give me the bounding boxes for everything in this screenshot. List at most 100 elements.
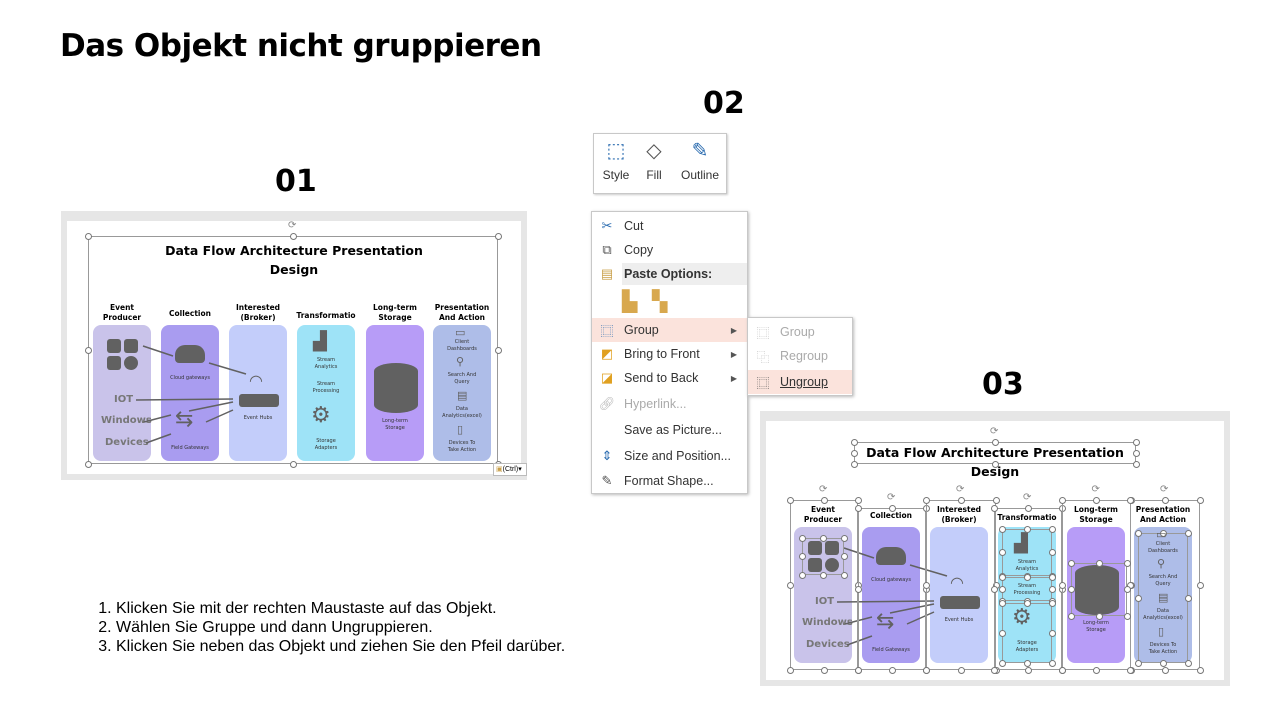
resize-handle[interactable]: [850, 449, 858, 457]
submenu-item-group[interactable]: ⿴Group: [748, 320, 852, 344]
resize-handle[interactable]: [798, 534, 806, 542]
resize-handle[interactable]: [1159, 529, 1167, 537]
resize-handle[interactable]: [786, 581, 794, 589]
resize-handle[interactable]: [289, 460, 297, 468]
resize-handle[interactable]: [1048, 629, 1056, 637]
resize-handle[interactable]: [992, 496, 1000, 504]
submenu-item-regroup[interactable]: ⿻Regroup: [748, 344, 852, 368]
resize-handle[interactable]: [957, 666, 965, 674]
rotate-handle-icon[interactable]: ⟳: [1023, 492, 1032, 503]
resize-handle[interactable]: [888, 666, 896, 674]
resize-handle[interactable]: [998, 549, 1006, 556]
resize-handle[interactable]: [1196, 496, 1204, 504]
rotate-handle-icon[interactable]: ⟳: [990, 426, 999, 437]
resize-handle[interactable]: [820, 496, 828, 504]
resize-handle[interactable]: [1024, 666, 1032, 674]
resize-handle[interactable]: [922, 581, 930, 589]
resize-handle[interactable]: [1058, 666, 1066, 674]
menu-item-send-to-back[interactable]: ◪Send to Back▶: [592, 366, 747, 390]
resize-handle[interactable]: [1058, 496, 1066, 504]
resize-handle[interactable]: [1132, 460, 1140, 468]
resize-handle[interactable]: [998, 525, 1006, 533]
rotate-handle-icon[interactable]: ⟳: [887, 492, 896, 503]
resize-handle[interactable]: [1093, 496, 1100, 504]
fill-button[interactable]: ◇Fill: [634, 138, 674, 182]
resize-handle[interactable]: [1093, 666, 1100, 674]
resize-handle[interactable]: [84, 460, 92, 468]
resize-handle[interactable]: [1134, 594, 1142, 602]
menu-item-group[interactable]: ⿴Group▶: [592, 318, 747, 342]
resize-handle[interactable]: [1132, 438, 1140, 446]
resize-handle[interactable]: [1048, 549, 1056, 556]
resize-handle[interactable]: [1048, 585, 1056, 593]
resize-handle[interactable]: [1048, 525, 1056, 533]
resize-handle[interactable]: [991, 460, 999, 468]
resize-handle[interactable]: [1048, 659, 1056, 667]
resize-handle[interactable]: [1161, 496, 1169, 504]
resize-handle[interactable]: [1161, 666, 1169, 674]
resize-handle[interactable]: [922, 496, 930, 504]
resize-handle[interactable]: [1123, 612, 1131, 620]
resize-handle[interactable]: [888, 504, 896, 512]
paste-as-picture-icon[interactable]: ▚: [652, 291, 668, 313]
resize-handle[interactable]: [1184, 529, 1192, 537]
rotate-handle-icon[interactable]: ⟳: [288, 220, 297, 231]
resize-handle[interactable]: [1067, 612, 1075, 620]
submenu-item-ungroup[interactable]: ⿴Ungroup: [748, 370, 852, 394]
resize-handle[interactable]: [1126, 666, 1134, 674]
resize-handle[interactable]: [798, 571, 806, 579]
resize-handle[interactable]: [1023, 659, 1031, 667]
resize-handle[interactable]: [1095, 612, 1103, 620]
resize-handle[interactable]: [1132, 449, 1140, 457]
paste-keep-formatting-icon[interactable]: ▙: [622, 291, 638, 313]
resize-handle[interactable]: [1126, 496, 1134, 504]
resize-handle[interactable]: [494, 346, 502, 354]
resize-handle[interactable]: [990, 585, 998, 593]
menu-item-hyperlink[interactable]: 🔗︎Hyperlink...: [592, 392, 747, 416]
resize-handle[interactable]: [1023, 525, 1031, 533]
rotate-handle-icon[interactable]: ⟳: [819, 484, 828, 495]
rotate-handle-icon[interactable]: ⟳: [956, 484, 965, 495]
resize-handle[interactable]: [819, 534, 827, 542]
resize-handle[interactable]: [1067, 559, 1075, 567]
resize-handle[interactable]: [1196, 581, 1204, 589]
resize-handle[interactable]: [1159, 659, 1167, 667]
menu-item-bring-to-front[interactable]: ◩Bring to Front▶: [592, 342, 747, 366]
resize-handle[interactable]: [819, 571, 827, 579]
resize-handle[interactable]: [1095, 559, 1103, 567]
resize-handle[interactable]: [991, 438, 999, 446]
resize-handle[interactable]: [820, 666, 828, 674]
resize-handle[interactable]: [840, 571, 848, 579]
resize-handle[interactable]: [922, 666, 930, 674]
resize-handle[interactable]: [84, 346, 92, 354]
menu-item-copy[interactable]: ⧉Copy: [592, 238, 747, 262]
resize-handle[interactable]: [998, 599, 1006, 607]
rotate-handle-icon[interactable]: ⟳: [1091, 484, 1100, 495]
resize-handle[interactable]: [1023, 599, 1031, 607]
resize-handle[interactable]: [957, 496, 965, 504]
resize-handle[interactable]: [1123, 559, 1131, 567]
resize-handle[interactable]: [1196, 666, 1204, 674]
resize-handle[interactable]: [854, 504, 862, 512]
menu-item-save-as-picture[interactable]: Save as Picture...: [592, 418, 747, 442]
resize-handle[interactable]: [854, 666, 862, 674]
resize-handle[interactable]: [84, 232, 92, 240]
menu-item-cut[interactable]: ✂Cut: [592, 214, 747, 238]
resize-handle[interactable]: [798, 553, 806, 560]
style-button[interactable]: ⬚Style: [596, 138, 636, 182]
rotate-handle-icon[interactable]: ⟳: [1160, 484, 1169, 495]
resize-handle[interactable]: [1067, 586, 1075, 593]
resize-handle[interactable]: [990, 504, 998, 512]
resize-handle[interactable]: [998, 659, 1006, 667]
resize-handle[interactable]: [998, 573, 1006, 581]
outline-button[interactable]: ✎Outline: [676, 138, 724, 182]
resize-handle[interactable]: [840, 534, 848, 542]
resize-handle[interactable]: [998, 629, 1006, 637]
resize-handle[interactable]: [854, 585, 862, 593]
menu-item-format-shape[interactable]: ✎Format Shape...: [592, 469, 747, 493]
resize-handle[interactable]: [289, 232, 297, 240]
resize-handle[interactable]: [1184, 594, 1192, 602]
paste-options-tag[interactable]: ▣(Ctrl)▾: [493, 463, 527, 476]
